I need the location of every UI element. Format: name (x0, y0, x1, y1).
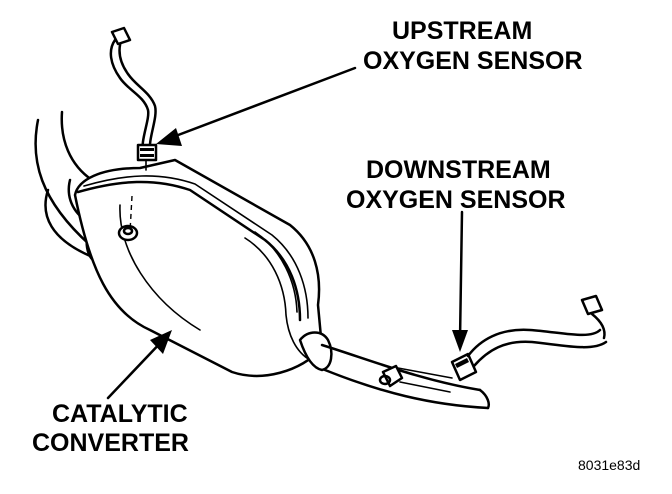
catalytic-label-line2: CONVERTER (32, 429, 189, 457)
catalytic-arrow (106, 330, 172, 400)
downstream-label-line2: OXYGEN SENSOR (346, 186, 566, 214)
upstream-label-line1: UPSTREAM (392, 17, 532, 45)
downstream-label-line1: DOWNSTREAM (366, 156, 551, 184)
catalytic-converter-body (73, 158, 324, 378)
catalytic-label-line1: CATALYTIC (52, 400, 188, 428)
upstream-label-line2: OXYGEN SENSOR (363, 47, 583, 75)
outlet-pipe (298, 331, 490, 410)
upstream-oxygen-sensor (109, 26, 158, 171)
upstream-arrow (156, 66, 357, 146)
figure-code: 8031e83d (578, 457, 640, 473)
downstream-oxygen-sensor (450, 294, 608, 382)
downstream-arrow (452, 210, 468, 352)
